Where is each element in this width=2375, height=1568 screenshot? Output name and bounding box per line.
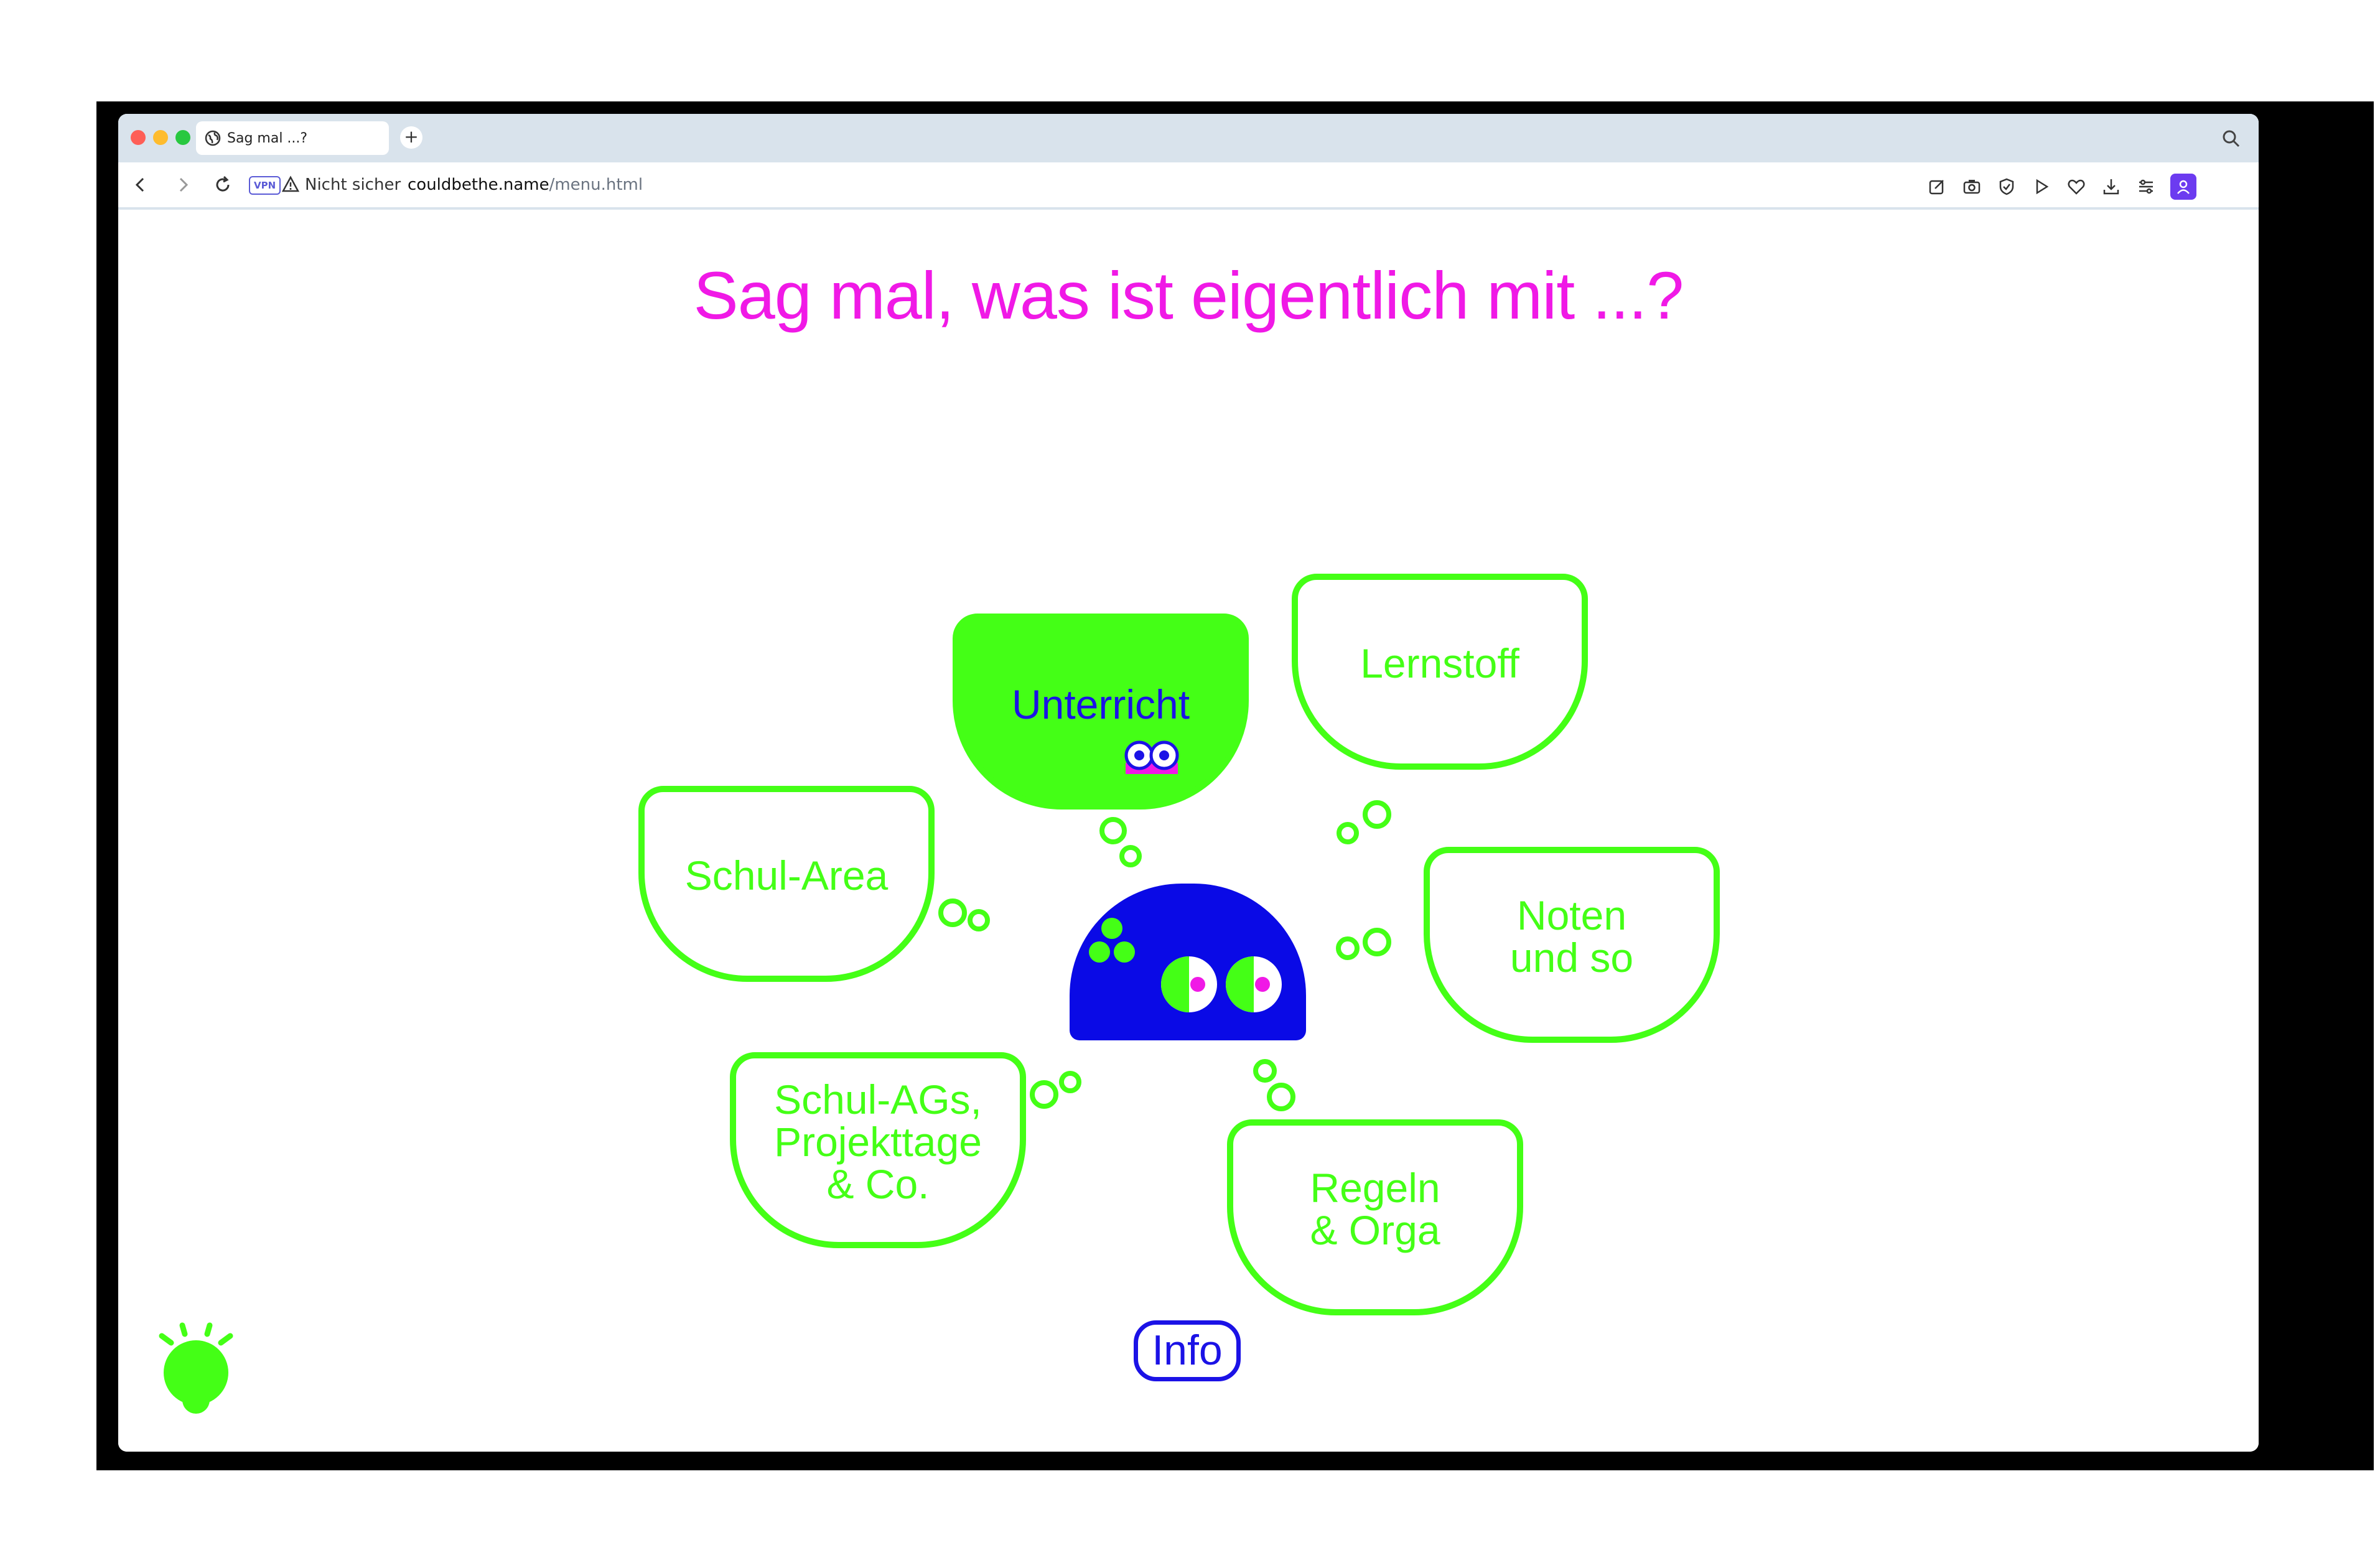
menu-lernstoff-label: Lernstoff	[1360, 640, 1519, 686]
forward-icon[interactable]	[172, 174, 194, 196]
url-field[interactable]: couldbethe.name/menu.html	[408, 174, 643, 196]
menu-schul-ags[interactable]: Schul-AGs, Projekttage & Co.	[730, 1052, 1026, 1248]
new-tab-button[interactable]: +	[400, 126, 422, 149]
thought-ring	[1253, 1059, 1277, 1083]
eyes-icon	[1124, 740, 1179, 774]
camera-icon[interactable]	[1961, 176, 1982, 197]
menu-noten[interactable]: Noten und so	[1424, 847, 1720, 1043]
url-path: /menu.html	[549, 175, 643, 194]
menu-lernstoff[interactable]: Lernstoff	[1292, 574, 1588, 770]
thought-ring	[1267, 1083, 1295, 1111]
page-content: Sag mal, was ist eigentlich mit ...? Unt…	[118, 210, 2259, 1452]
robot-icon	[1070, 884, 1306, 1040]
toolbar-icons	[1926, 174, 2196, 200]
menu-noten-label: Noten und so	[1509, 892, 1634, 981]
tab-active[interactable]: Sag mal ...?	[196, 121, 389, 155]
shield-icon[interactable]	[1996, 176, 2017, 197]
thought-ring	[1119, 845, 1142, 867]
menu-regeln-label: Regeln & Orga	[1310, 1164, 1440, 1253]
menu-schul-ags-label: Schul-AGs, Projekttage & Co.	[774, 1076, 982, 1207]
thought-ring	[938, 898, 967, 927]
thought-ring	[1030, 1080, 1058, 1109]
info-button[interactable]: Info	[1134, 1320, 1241, 1381]
sliders-icon[interactable]	[2135, 176, 2157, 197]
back-icon[interactable]	[129, 174, 152, 196]
thought-ring	[1059, 1071, 1081, 1093]
menu-regeln[interactable]: Regeln & Orga	[1227, 1119, 1523, 1315]
globe-icon	[205, 130, 221, 146]
security-status[interactable]: Nicht sicher	[305, 175, 401, 194]
thought-ring	[1336, 936, 1360, 960]
search-tabs-icon[interactable]	[2221, 129, 2241, 149]
minimize-dot-icon[interactable]	[153, 130, 168, 145]
thought-ring	[1363, 800, 1391, 829]
heart-icon[interactable]	[2066, 176, 2087, 197]
lightbulb-icon[interactable]	[152, 1314, 240, 1414]
menu-schul-area[interactable]: Schul-Area	[638, 786, 935, 982]
reload-icon[interactable]	[212, 174, 234, 196]
browser-window: Sag mal ...? + VPN Nicht sicher couldbet…	[118, 114, 2259, 1452]
menu-unterricht-label: Unterricht	[1011, 681, 1190, 727]
profile-icon[interactable]	[2170, 174, 2196, 200]
play-icon[interactable]	[2031, 176, 2052, 197]
menu-unterricht[interactable]: Unterricht	[953, 614, 1249, 810]
tab-bar: Sag mal ...? +	[118, 114, 2259, 162]
thought-ring	[1363, 928, 1391, 956]
maximize-dot-icon[interactable]	[175, 130, 190, 145]
thought-ring	[1099, 817, 1127, 844]
address-toolbar: VPN Nicht sicher couldbethe.name/menu.ht…	[118, 162, 2259, 256]
thought-ring	[1337, 822, 1359, 844]
page-title: Sag mal, was ist eigentlich mit ...?	[693, 258, 1684, 333]
url-host: couldbethe.name	[408, 175, 549, 194]
edit-icon[interactable]	[1926, 176, 1948, 197]
tab-title: Sag mal ...?	[227, 130, 308, 146]
vpn-badge[interactable]: VPN	[249, 176, 281, 195]
download-icon[interactable]	[2101, 176, 2122, 197]
close-dot-icon[interactable]	[131, 130, 146, 145]
warning-icon	[281, 175, 300, 192]
menu-schul-area-label: Schul-Area	[684, 852, 889, 898]
thought-ring	[968, 909, 990, 931]
